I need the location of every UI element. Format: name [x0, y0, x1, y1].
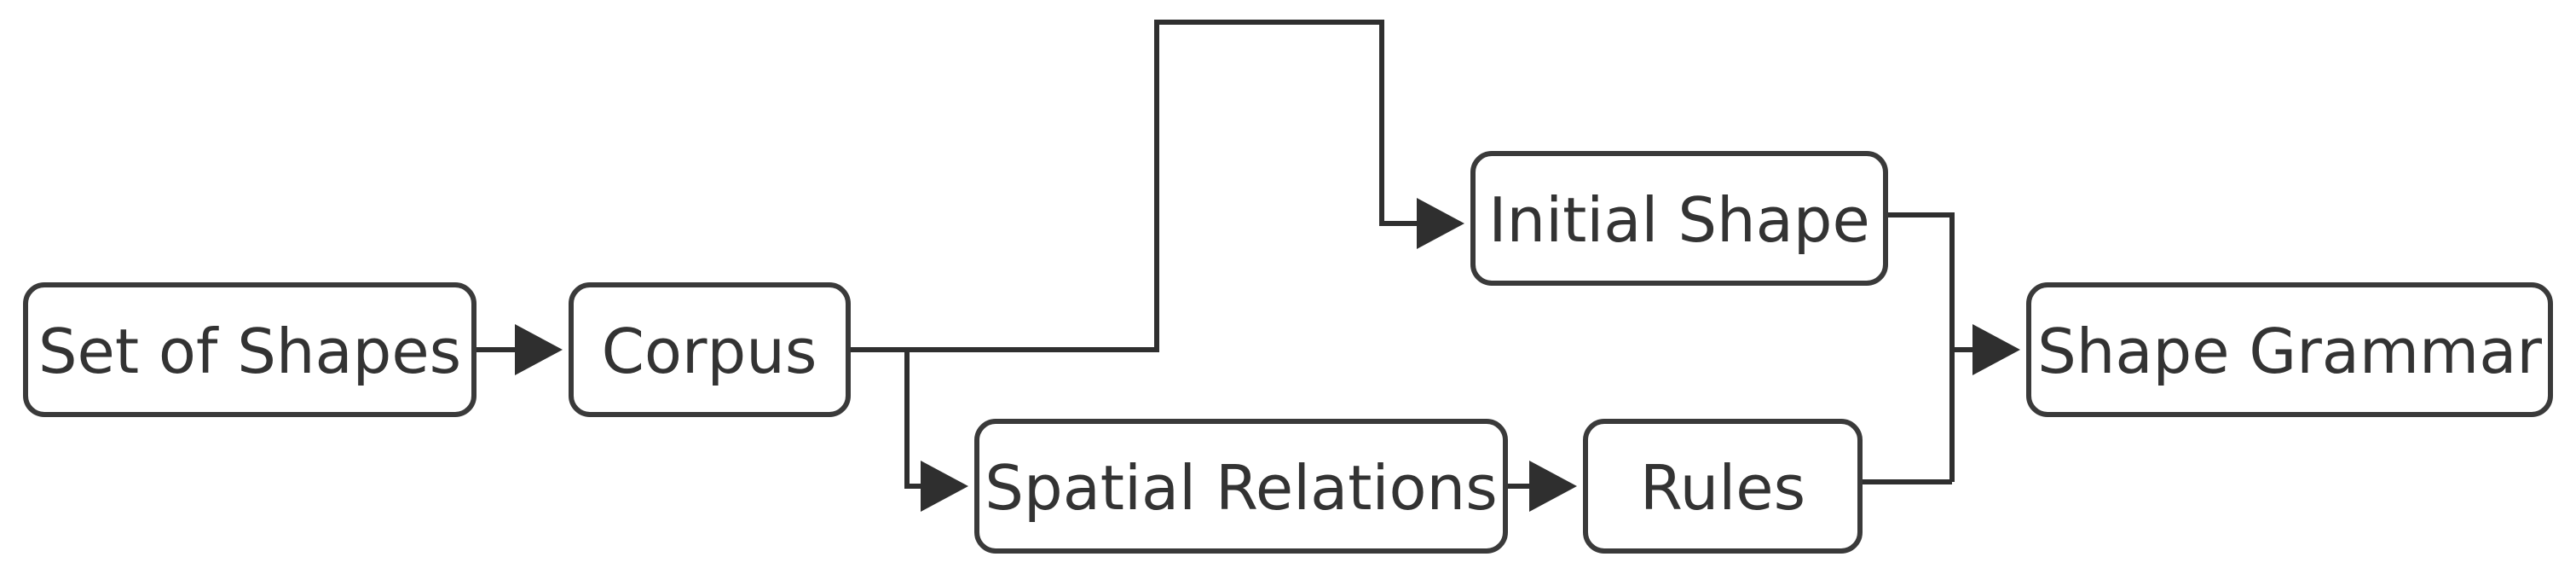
edge-corpus-to-spatial-relations	[848, 347, 926, 489]
node-label-corpus: Corpus	[602, 316, 817, 387]
node-label-shape-grammar: Shape Grammar	[2037, 316, 2542, 387]
node-label-initial-shape: Initial Shape	[1488, 184, 1870, 256]
edge-corpus-to-initial-shape	[848, 20, 1422, 352]
node-initial-shape: Initial Shape	[1470, 151, 1888, 286]
node-set-of-shapes: Set of Shapes	[23, 282, 477, 417]
arrowhead-corpus	[515, 324, 563, 375]
node-spatial-relations: Spatial Relations	[974, 419, 1508, 554]
edge-initial-shape-to-merge	[1886, 212, 1955, 482]
arrowhead-rules	[1529, 461, 1577, 512]
arrowhead-spatial-relations	[921, 461, 968, 512]
node-corpus: Corpus	[569, 282, 851, 417]
node-label-set-of-shapes: Set of Shapes	[38, 316, 461, 387]
node-label-spatial-relations: Spatial Relations	[985, 452, 1497, 524]
node-shape-grammar: Shape Grammar	[2026, 282, 2553, 417]
node-label-rules: Rules	[1640, 452, 1805, 524]
arrowhead-initial-shape	[1417, 198, 1464, 249]
node-rules: Rules	[1583, 419, 1863, 554]
arrowhead-shape-grammar	[1972, 324, 2020, 375]
